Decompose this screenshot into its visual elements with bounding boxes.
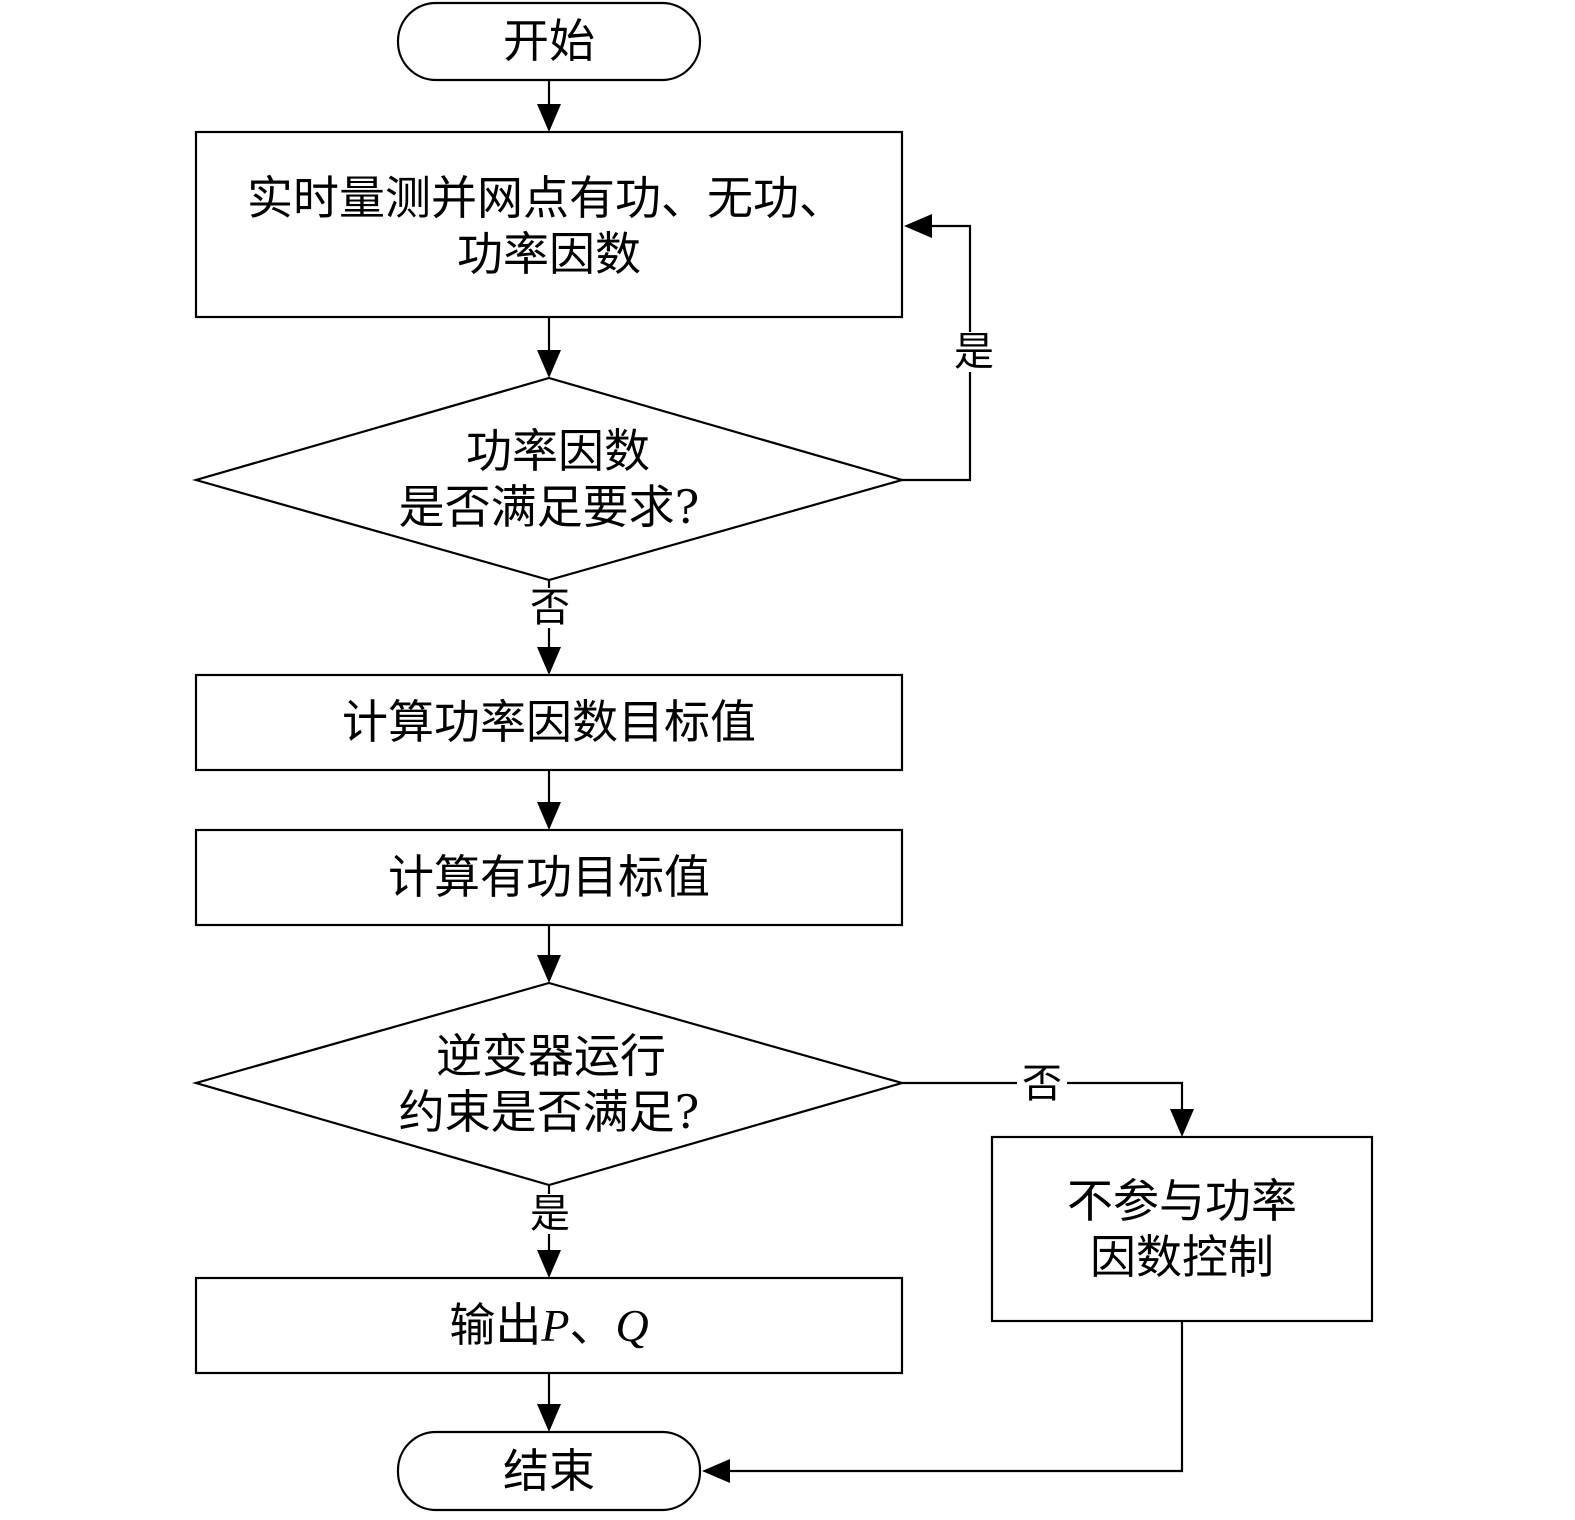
end-text: 结束 — [503, 1444, 595, 1498]
inverter-no-edge-label: 否 — [1017, 1064, 1067, 1104]
pf-no-edge-label: 否 — [522, 588, 578, 628]
end-label: 结束 — [398, 1448, 700, 1494]
exclude-label: 不参与功率 因数控制 — [992, 1178, 1372, 1280]
arrowhead-measure-to-pf — [537, 350, 561, 378]
output-box — [194, 1276, 904, 1375]
arrowhead-start-to-measure — [537, 104, 561, 132]
output-text-prefix: 输出 — [449, 1298, 542, 1352]
calc-p-target-label: 计算有功目标值 — [196, 854, 902, 900]
pf-yes-edge-label: 是 — [944, 332, 1004, 372]
exclude-text-line2: 因数控制 — [1090, 1230, 1274, 1284]
inverter-no-text: 否 — [1022, 1061, 1062, 1107]
arrowhead-output-to-end — [537, 1404, 561, 1432]
calc-pf-target-text: 计算功率因数目标值 — [342, 695, 756, 749]
arrowhead-inverter-yes — [537, 1250, 561, 1278]
measure-text-line2: 功率因数 — [457, 227, 641, 281]
measure-process-box — [194, 130, 904, 319]
output-text-p: P — [541, 1300, 570, 1351]
calc-pf-target-label: 计算功率因数目标值 — [196, 699, 902, 745]
calc-p-target-text: 计算有功目标值 — [388, 850, 710, 904]
start-label: 开始 — [398, 18, 700, 64]
pf-check-label: 功率因数 是否满足要求? — [196, 428, 902, 530]
arrowhead-inverter-no — [1170, 1109, 1194, 1137]
arrowhead-p-target-to-inverter — [537, 955, 561, 983]
inverter-check-text-line2: 约束是否满足? — [398, 1085, 700, 1139]
arrowhead-exclude-to-end — [702, 1459, 730, 1483]
pf-check-text-line1: 功率因数 — [466, 424, 650, 478]
inverter-check-text-line1: 逆变器运行 — [436, 1029, 666, 1083]
pf-yes-text: 是 — [954, 329, 994, 375]
measure-text-line1: 实时量测并网点有功、无功、 — [247, 171, 845, 225]
inverter-yes-edge-label: 是 — [522, 1194, 578, 1234]
arrowhead-pf-no — [537, 647, 561, 675]
pf-check-text-line2: 是否满足要求? — [398, 480, 700, 534]
arrowhead-pf-yes-loop — [904, 214, 932, 238]
pf-no-text: 否 — [530, 585, 570, 631]
measure-label: 实时量测并网点有功、无功、 功率因数 — [196, 175, 902, 277]
connector-inverter-no — [902, 1081, 1184, 1111]
exclude-text-line1: 不参与功率 — [1067, 1174, 1297, 1228]
output-text-separator: 、 — [569, 1298, 616, 1352]
output-text-q: Q — [615, 1300, 649, 1351]
connector-exclude-to-end — [728, 1321, 1184, 1473]
inverter-check-label: 逆变器运行 约束是否满足? — [196, 1033, 902, 1135]
arrowhead-pf-target-to-p-target — [537, 802, 561, 830]
inverter-yes-text: 是 — [530, 1191, 570, 1237]
start-text: 开始 — [503, 14, 595, 68]
output-label: 输出P、Q — [196, 1302, 902, 1349]
exclude-box — [990, 1135, 1374, 1323]
